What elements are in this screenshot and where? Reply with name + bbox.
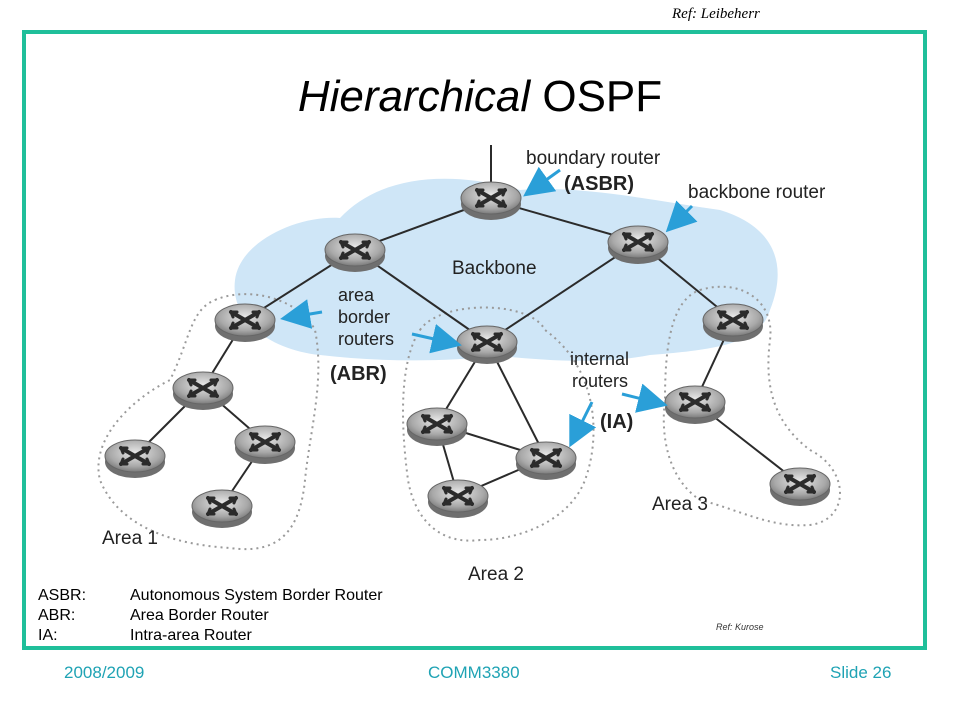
legend-abbr: ABR: <box>38 607 76 624</box>
label-internal-2: routers <box>572 371 628 391</box>
arrow-backbone-router <box>665 200 698 233</box>
router-area2-a <box>405 406 469 448</box>
arrow-internal-area2 <box>569 401 597 448</box>
tag-ia: (IA) <box>600 411 633 433</box>
arrow-abr-area2 <box>411 324 462 354</box>
reference-kurose: Ref: Kurose <box>716 622 764 632</box>
legend-full: Autonomous System Border Router <box>130 587 383 604</box>
router-abr-area2 <box>455 324 519 366</box>
router-area1-a <box>171 370 235 412</box>
legend: ASBR: Autonomous System Border Router ABR… <box>38 586 383 646</box>
arrow-internal-area3 <box>621 383 668 413</box>
label-area1: Area 1 <box>102 528 158 549</box>
title-plain: OSPF <box>542 72 663 121</box>
router-area1-c <box>233 424 297 466</box>
reference-leibeherr: Ref: Leibeherr <box>672 6 760 22</box>
router-area2-c <box>426 478 490 520</box>
router-backbone-right <box>606 224 670 266</box>
footer-year: 2008/2009 <box>64 663 145 682</box>
footer-slide-number: Slide 26 <box>830 663 892 682</box>
slide-frame <box>22 30 927 650</box>
arrow-boundary-router <box>523 166 561 197</box>
footer-course: COMM3380 <box>428 663 520 682</box>
legend-row: ABR: Area Border Router <box>38 606 383 626</box>
router-area3-a <box>663 384 727 426</box>
router-abr-area1 <box>213 302 277 344</box>
router-area2-b <box>514 440 578 482</box>
legend-abbr: IA: <box>38 627 58 644</box>
legend-row: IA: Intra-area Router <box>38 626 383 646</box>
label-area3: Area 3 <box>652 494 708 515</box>
router-abr-area3 <box>701 302 765 344</box>
label-boundary-router: boundary router <box>526 148 661 169</box>
backbone-region <box>234 178 778 361</box>
label-backbone: Backbone <box>452 258 537 279</box>
router-area1-b <box>103 438 167 480</box>
title-italic: Hierarchical <box>297 72 531 121</box>
legend-row: ASBR: Autonomous System Border Router <box>38 586 383 606</box>
label-area2: Area 2 <box>468 564 524 585</box>
label-area-border-3: routers <box>338 329 394 349</box>
label-internal-1: internal <box>570 349 629 369</box>
tag-asbr: (ASBR) <box>564 173 634 195</box>
slide-title: Hierarchical OSPF <box>0 72 960 122</box>
link-bb-right-abr2 <box>486 241 639 343</box>
label-area-border-1: area <box>338 285 375 305</box>
router-area3-b <box>768 466 832 508</box>
legend-abbr: ASBR: <box>38 587 87 604</box>
router-asbr <box>459 180 523 222</box>
router-backbone-left <box>323 232 387 274</box>
label-area-border-2: border <box>338 307 390 327</box>
legend-full: Intra-area Router <box>130 627 252 644</box>
area3-outline <box>662 285 841 527</box>
tag-abr: (ABR) <box>330 363 387 385</box>
legend-full: Area Border Router <box>130 607 269 624</box>
label-backbone-router: backbone router <box>688 182 826 203</box>
router-area1-d <box>190 488 254 530</box>
arrow-abr-area1 <box>280 299 323 329</box>
